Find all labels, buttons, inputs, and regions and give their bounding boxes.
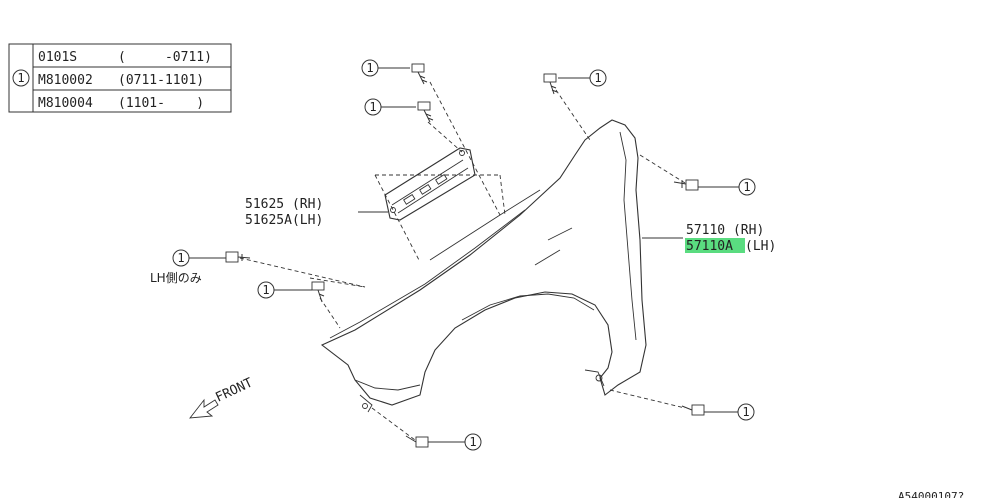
bolt-icon bbox=[417, 101, 434, 123]
bracket-rh-label: 51625 (RH) bbox=[245, 197, 323, 212]
svg-text:1: 1 bbox=[742, 405, 749, 419]
fender-lh-highlight bbox=[685, 238, 745, 253]
callout-6: 1 bbox=[257, 281, 312, 299]
callouts: 1 1 1 1 1 1 1 1 bbox=[172, 59, 756, 451]
bolt-icon bbox=[673, 179, 699, 191]
callout-7: 1 bbox=[428, 433, 482, 451]
svg-text:1: 1 bbox=[594, 71, 601, 85]
legend-part-1: 0101S bbox=[38, 50, 77, 65]
bolt-icon bbox=[681, 404, 705, 416]
svg-text:1: 1 bbox=[366, 61, 373, 75]
callout-5: 1 bbox=[172, 249, 226, 267]
callout-2: 1 bbox=[364, 98, 416, 116]
callout-3: 1 bbox=[558, 69, 607, 87]
front-direction-indicator: FRONT bbox=[189, 375, 255, 419]
bracket-lh-label: 51625A(LH) bbox=[245, 213, 323, 228]
bolt-icon bbox=[411, 63, 428, 85]
fender-lh-suffix: (LH) bbox=[745, 239, 776, 254]
callout-1: 1 bbox=[361, 59, 410, 77]
fender-lh-code: 57110A bbox=[686, 239, 733, 254]
svg-text:1: 1 bbox=[262, 283, 269, 297]
front-label: FRONT bbox=[213, 375, 255, 405]
bolt-icon bbox=[543, 73, 558, 95]
leader-lines bbox=[239, 81, 686, 441]
part-labels: 51625 (RH) 51625A(LH) 57110 (RH) 57110A … bbox=[150, 197, 776, 285]
legend-table: 1 0101S ( -0711) M810002 (0711-1101) M81… bbox=[8, 43, 232, 113]
legend-range-1: ( -0711) bbox=[118, 50, 212, 65]
fender-bracket bbox=[384, 147, 476, 221]
legend-ref-number: 1 bbox=[17, 71, 24, 85]
legend-part-2: M810002 bbox=[38, 73, 93, 88]
bolt-icon bbox=[311, 281, 325, 303]
legend-part-3: M810004 bbox=[38, 96, 93, 111]
svg-text:1: 1 bbox=[743, 180, 750, 194]
svg-text:1: 1 bbox=[469, 435, 476, 449]
legend-ref-circle bbox=[12, 69, 30, 87]
fender-rh-label: 57110 (RH) bbox=[686, 223, 764, 238]
bolt-icon bbox=[405, 435, 429, 448]
legend-range-2: (0711-1101) bbox=[118, 73, 204, 88]
fender-panel bbox=[320, 119, 647, 413]
svg-text:1: 1 bbox=[177, 251, 184, 265]
svg-text:1: 1 bbox=[369, 100, 376, 114]
bolt-icon bbox=[225, 251, 251, 263]
lh-only-note: LH側のみ bbox=[150, 271, 202, 285]
diagram-code: A54000107? bbox=[898, 490, 964, 498]
callout-8: 1 bbox=[704, 403, 755, 421]
callout-4: 1 bbox=[698, 178, 756, 196]
legend-range-3: (1101- ) bbox=[118, 96, 204, 111]
